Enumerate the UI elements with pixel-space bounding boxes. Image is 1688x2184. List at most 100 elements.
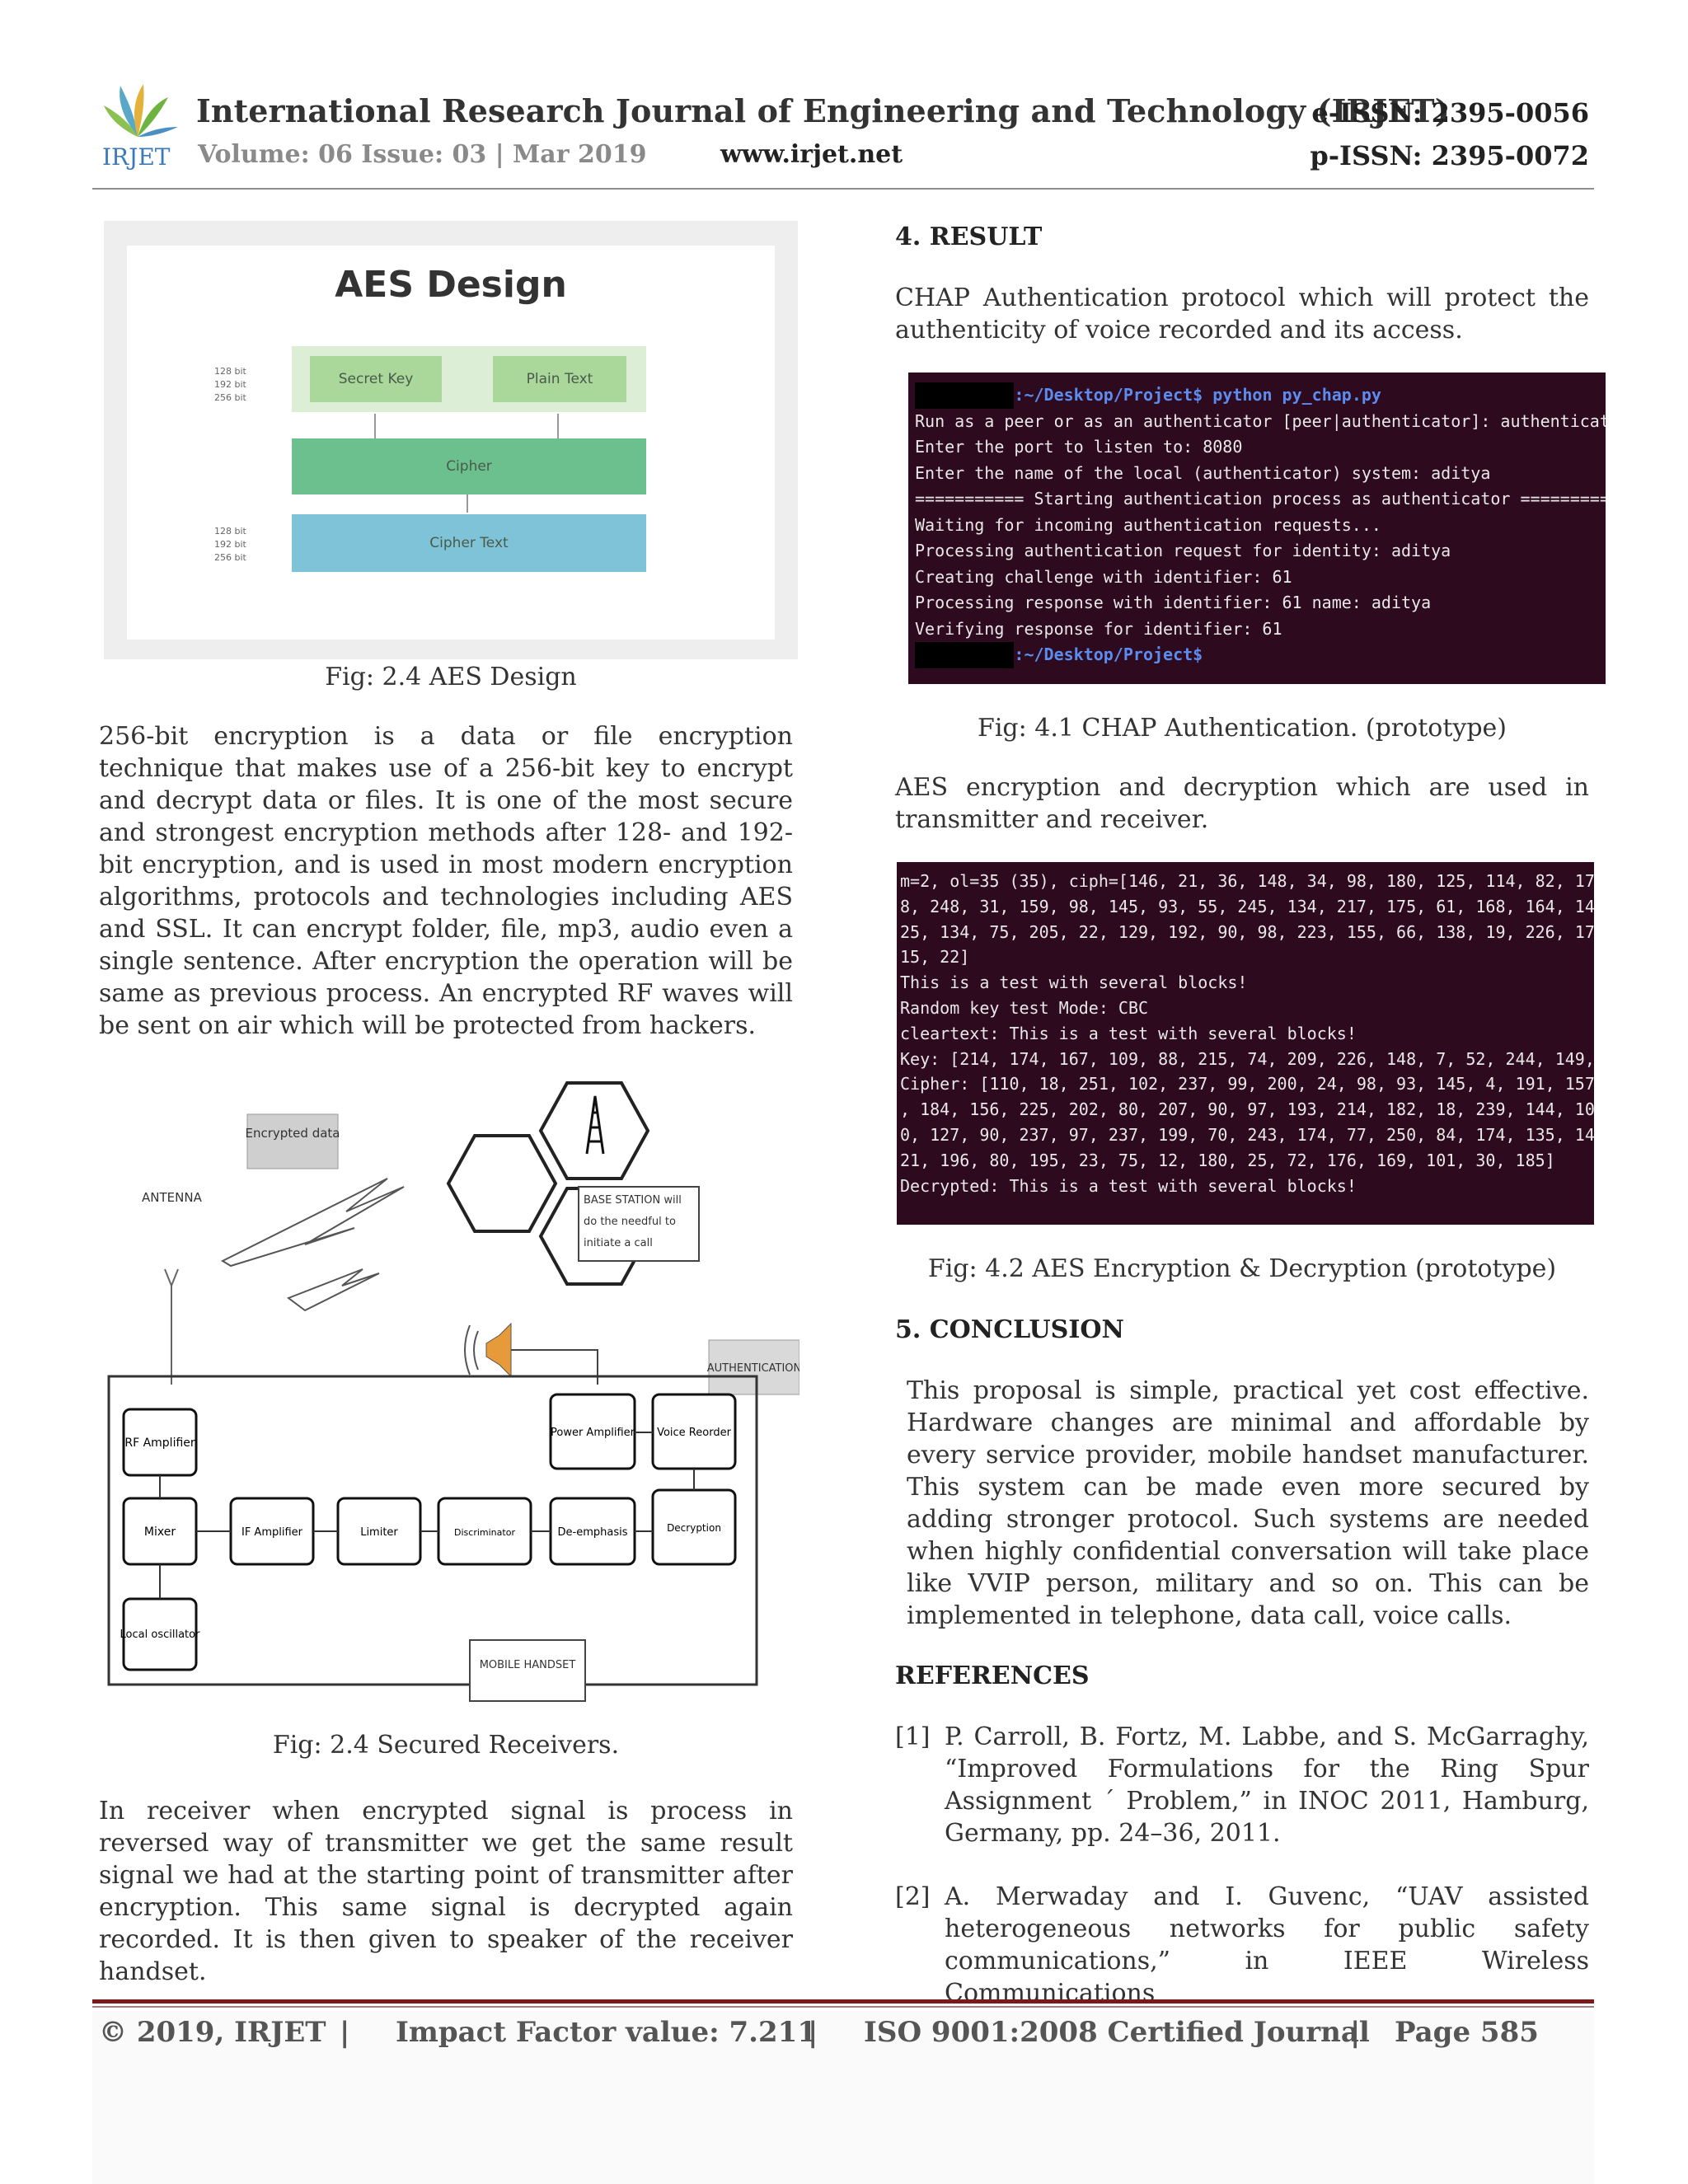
arrow-key-cipher xyxy=(374,414,376,438)
terminal-line: cleartext: This is a test with several b… xyxy=(900,1023,1357,1043)
footer-background xyxy=(92,2011,1594,2184)
terminal-line: Run as a peer or as an authenticator [pe… xyxy=(915,410,1606,431)
base-station-box xyxy=(578,1186,700,1262)
signal-connectors xyxy=(159,1432,695,1599)
footer-copyright: © 2019, IRJET xyxy=(99,2016,326,2049)
header-divider xyxy=(92,188,1594,190)
terminal-line: Processing response with identifier: 61 … xyxy=(915,593,1432,612)
footer-separator: | xyxy=(808,2016,818,2049)
terminal-line: xxxxxxxxxx:~/Desktop/Project$ xyxy=(915,642,1606,668)
mixer-label: Mixer xyxy=(144,1526,176,1539)
rf-wave-icon xyxy=(220,1178,405,1268)
terminal-line: 15, 22] xyxy=(900,947,970,968)
reference-item: A. Merwaday and I. Guvenc, “UAV assisted… xyxy=(945,1882,1589,2008)
terminal-line: Waiting for incoming authentication requ… xyxy=(915,514,1381,535)
terminal-line: Processing authentication request for id… xyxy=(915,541,1451,560)
sound-wave-icon xyxy=(464,1324,479,1376)
terminal-line: 8, 248, 31, 159, 98, 145, 93, 55, 245, 1… xyxy=(900,896,1594,916)
aes-design-figure: AES Design Secret Key Plain Text Cipher … xyxy=(104,221,798,659)
bit-label: 192 bit xyxy=(214,379,246,390)
decryption-label: Decryption xyxy=(667,1522,721,1534)
arrow-cipher-text xyxy=(467,494,468,513)
mobile-handset-box xyxy=(469,1639,586,1702)
bit-label: 128 bit xyxy=(214,366,246,377)
aes-figure-title: AES Design xyxy=(335,264,567,306)
logo-text: IRJET xyxy=(102,143,171,171)
footer-divider-thin xyxy=(92,2006,1594,2008)
discriminator-label: Discriminator xyxy=(454,1527,515,1538)
terminal-line: Enter the name of the local (authenticat… xyxy=(915,462,1491,483)
terminal-line: This is a test with several blocks! xyxy=(900,972,1248,993)
footer-divider-thick xyxy=(92,1999,1594,2004)
receiver-figure-caption: Fig: 2.4 Secured Receivers. xyxy=(272,1731,620,1760)
hex-cell-left xyxy=(446,1134,558,1233)
footer-separator: | xyxy=(1350,2016,1361,2049)
footer-separator: | xyxy=(340,2016,350,2049)
encrypted-data-label: Encrypted data xyxy=(246,1126,340,1141)
bit-label: 256 bit xyxy=(214,392,246,403)
arrow-text-cipher xyxy=(557,414,559,438)
cipher-text-box: Cipher Text xyxy=(292,514,646,572)
eissn: e-ISSN: 2395-0056 xyxy=(1311,97,1589,129)
terminal-line: =========== Starting authentication proc… xyxy=(915,489,1606,509)
terminal-line: Creating challenge with identifier: 61 xyxy=(915,566,1292,587)
tower-icon xyxy=(585,1095,605,1155)
aes-result-paragraph: AES encryption and decryption which are … xyxy=(895,773,1589,834)
hex-cell-top xyxy=(538,1081,650,1180)
volume-info: Volume: 06 Issue: 03 | Mar 2019 xyxy=(198,140,647,169)
authentication-label: AUTHENTICATION xyxy=(707,1362,799,1375)
conclusion-paragraph: This proposal is simple, practical yet c… xyxy=(907,1376,1589,1630)
rf-amplifier-label: RF Amplifier xyxy=(124,1436,195,1450)
if-amplifier-label: IF Amplifier xyxy=(241,1526,303,1539)
antenna-icon xyxy=(164,1268,179,1385)
bit-label: 256 bit xyxy=(214,552,246,563)
terminal-line: Verifying response for identifier: 61 xyxy=(915,618,1282,639)
chap-terminal: xxxxxxxxxx:~/Desktop/Project$ python py_… xyxy=(908,373,1606,684)
cipher-box: Cipher xyxy=(292,438,646,494)
journal-website[interactable]: www.irjet.net xyxy=(720,140,903,169)
terminal-line: Enter the port to listen to: 8080 xyxy=(915,437,1243,457)
limiter-label: Limiter xyxy=(360,1526,398,1539)
speaker-icon xyxy=(485,1322,512,1378)
pissn: p-ISSN: 2395-0072 xyxy=(1310,140,1589,171)
references-heading: REFERENCES xyxy=(895,1661,1090,1690)
terminal-line: Random key test Mode: CBC xyxy=(900,997,1149,1018)
terminal-line: Decrypted: This is a test with several b… xyxy=(900,1175,1357,1196)
journal-title: International Research Journal of Engine… xyxy=(196,92,1450,129)
receiver-frame xyxy=(107,1375,758,1686)
de-emphasis-label: De-emphasis xyxy=(558,1526,628,1539)
terminal-line: , 184, 156, 225, 202, 80, 207, 90, 97, 1… xyxy=(900,1099,1594,1120)
conclusion-heading: 5. CONCLUSION xyxy=(895,1315,1124,1344)
footer-impact-factor: Impact Factor value: 7.211 xyxy=(396,2016,817,2049)
aes-figure-caption-2: Fig: 4.2 AES Encryption & Decryption (pr… xyxy=(927,1254,1557,1283)
terminal-line: 25, 134, 75, 205, 22, 129, 192, 90, 98, … xyxy=(900,921,1594,942)
power-amplifier-label: Power Amplifier xyxy=(551,1427,635,1439)
secured-receiver-diagram: Encrypted data ANTENNA BASE STATION will… xyxy=(99,1063,801,1706)
irjet-logo: IRJET xyxy=(92,79,183,171)
footer-page-number: Page 585 xyxy=(1395,2016,1539,2049)
reference-number: [1] xyxy=(895,1722,931,1751)
chap-figure-caption: Fig: 4.1 CHAP Authentication. (prototype… xyxy=(978,714,1507,743)
secret-key-box: Secret Key xyxy=(310,356,442,402)
plain-text-box: Plain Text xyxy=(493,356,626,402)
base-station-label: BASE STATION will do the needful to init… xyxy=(584,1194,682,1249)
footer-iso: ISO 9001:2008 Certified Journal xyxy=(864,2016,1370,2049)
terminal-line: 0, 127, 90, 237, 97, 237, 199, 70, 243, … xyxy=(900,1124,1594,1145)
encryption-paragraph: 256-bit encryption is a data or file enc… xyxy=(99,722,793,1040)
bit-label: 192 bit xyxy=(214,539,246,550)
rf-wave-small-icon xyxy=(286,1268,380,1312)
bit-label: 128 bit xyxy=(214,526,246,537)
terminal-line: Key: [214, 174, 167, 109, 88, 215, 74, 2… xyxy=(900,1048,1594,1069)
aes-figure-caption: Fig: 2.4 AES Design xyxy=(325,663,577,691)
antenna-label: ANTENNA xyxy=(142,1190,203,1205)
mobile-handset-label: MOBILE HANDSET xyxy=(480,1659,576,1671)
reference-number: [2] xyxy=(895,1882,931,1911)
terminal-line: xxxxxxxxxx:~/Desktop/Project$ python py_… xyxy=(915,382,1606,409)
terminal-line: m=2, ol=35 (35), ciph=[146, 21, 36, 148,… xyxy=(900,871,1594,891)
voice-recorder-label: Voice Reorder xyxy=(657,1427,731,1439)
result-heading: 4. RESULT xyxy=(895,223,1043,251)
terminal-line: 21, 196, 80, 195, 23, 75, 12, 180, 25, 7… xyxy=(900,1150,1555,1170)
encrypted-data-box xyxy=(246,1113,339,1169)
reference-item: P. Carroll, B. Fortz, M. Labbe, and S. M… xyxy=(945,1722,1589,1848)
result-paragraph: CHAP Authentication protocol which will … xyxy=(895,284,1589,344)
